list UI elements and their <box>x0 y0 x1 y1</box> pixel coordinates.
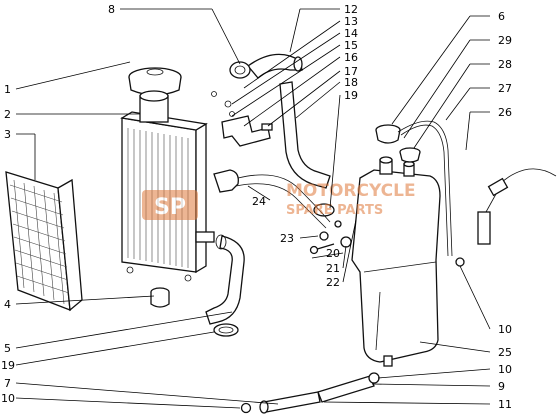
callout-20: 20 <box>326 247 340 260</box>
callout-5: 5 <box>4 342 11 355</box>
leader-lines <box>15 8 491 409</box>
pipe-clip <box>213 169 331 229</box>
callout-14: 14 <box>344 27 358 40</box>
callout-22: 22 <box>326 276 340 289</box>
callout-2: 2 <box>4 108 11 121</box>
mounting-bracket <box>211 91 273 147</box>
callout-7: 7 <box>4 377 11 390</box>
callout-4: 4 <box>4 298 11 311</box>
callout-13: 13 <box>344 15 358 28</box>
callout-19-lower: 19 <box>1 359 15 372</box>
callout-10-right: 10 <box>498 323 512 336</box>
callout-21: 21 <box>326 262 340 275</box>
callout-11: 11 <box>498 398 512 411</box>
callout-29: 29 <box>498 34 512 47</box>
callout-23: 23 <box>280 232 294 245</box>
hose-clamp-upper <box>229 61 251 79</box>
callout-26: 26 <box>498 106 512 119</box>
callout-28: 28 <box>498 58 512 71</box>
callout-8: 8 <box>108 3 115 16</box>
callout-24: 24 <box>252 195 266 208</box>
watermark-logo-text: SP <box>154 195 186 220</box>
radiator <box>120 90 215 282</box>
callout-18: 18 <box>344 76 358 89</box>
callout-17: 17 <box>344 65 358 78</box>
watermark: SP MOTORCYCLE SPARE PARTS <box>142 181 416 220</box>
radiator-grille <box>5 171 83 312</box>
breather-pipe <box>397 120 453 257</box>
callout-1: 1 <box>4 83 11 96</box>
callout-16: 16 <box>344 51 358 64</box>
callout-6: 6 <box>498 10 505 23</box>
callout-9: 9 <box>498 380 505 393</box>
callout-15: 15 <box>344 39 358 52</box>
callout-12: 12 <box>344 3 358 16</box>
watermark-sub-text: SPARE PARTS <box>286 203 383 218</box>
bypass-hose <box>279 81 335 217</box>
callout-19-upper: 19 <box>344 89 358 102</box>
callout-3: 3 <box>4 128 11 141</box>
tank-cap <box>375 124 421 163</box>
rubber-mount <box>150 287 170 308</box>
level-sensor <box>455 168 557 267</box>
watermark-brand-text: MOTORCYCLE <box>286 181 416 201</box>
callout-10-lower-left: 10 <box>1 392 15 405</box>
expansion-tank <box>351 156 441 367</box>
drain-hose <box>240 372 380 414</box>
callout-numbers: 1 2 3 4 8 5 19 7 10 12 13 14 15 16 17 18… <box>1 3 512 411</box>
lower-hose <box>205 234 245 325</box>
watermark-logo-badge <box>142 190 198 220</box>
callout-27: 27 <box>498 82 512 95</box>
callout-25: 25 <box>498 346 512 359</box>
hose-clamp-lower <box>213 323 239 337</box>
callout-10-lower-right: 10 <box>498 363 512 376</box>
